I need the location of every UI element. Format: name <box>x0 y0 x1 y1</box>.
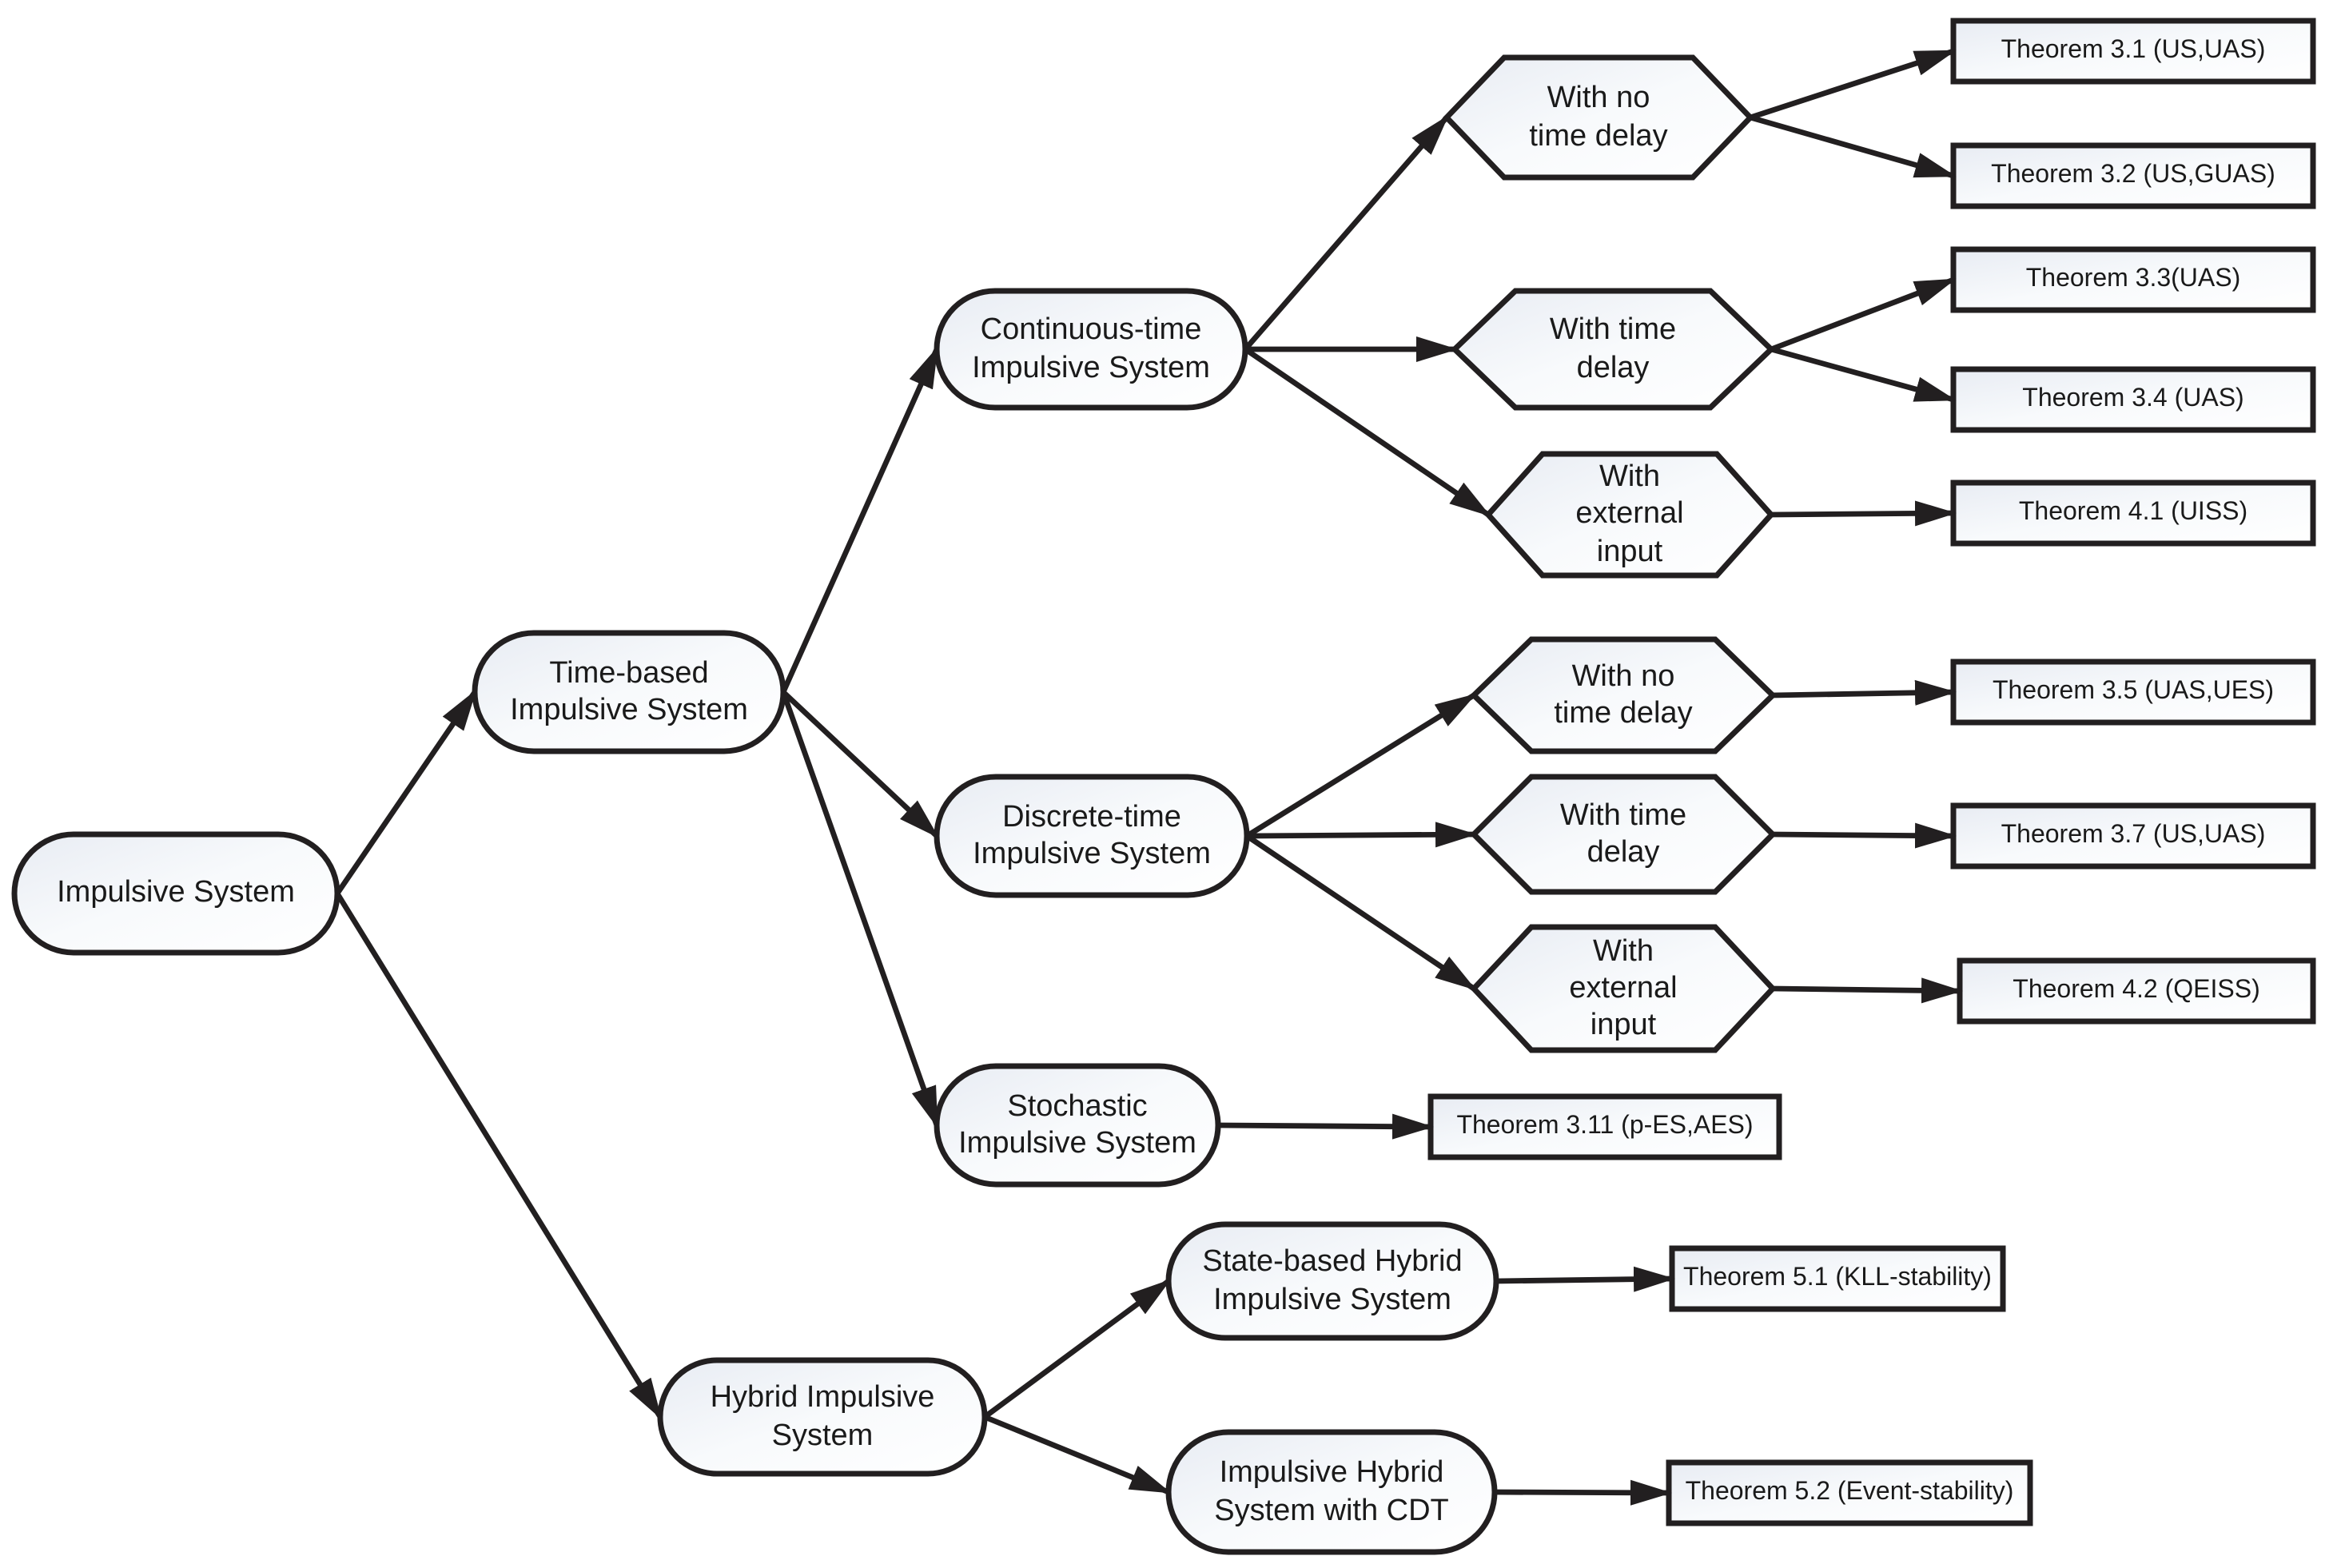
edge-impulsive-system-to-time-based <box>335 689 477 895</box>
shape-theorem-3-2 <box>1950 142 2316 209</box>
edge-cont-no-time-delay-to-theorem-3-1 <box>1749 48 1957 121</box>
shape-theorem-4-1 <box>1950 480 2316 547</box>
shape-theorem-3-4 <box>1950 366 2316 433</box>
shape-theorem-3-11 <box>1427 1093 1782 1160</box>
edge-stochastic-to-theorem-3-11 <box>1217 1113 1434 1140</box>
edge-state-based-hybrid-to-theorem-5-1 <box>1495 1266 1675 1292</box>
shape-hybrid <box>657 1357 988 1477</box>
shape-theorem-5-1 <box>1669 1245 2006 1312</box>
edge-disc-no-time-delay-to-theorem-3-5 <box>1772 679 1957 706</box>
shape-theorem-3-3 <box>1950 246 2316 313</box>
edge-cont-no-time-delay-to-theorem-3-2 <box>1750 114 1957 179</box>
edge-hybrid-to-state-based-hybrid <box>982 1279 1172 1419</box>
edge-discrete-time-to-disc-external-input <box>1245 834 1477 991</box>
edge-continuous-time-to-cont-no-time-delay <box>1243 114 1449 352</box>
shape-theorem-4-2 <box>1957 957 2316 1025</box>
edge-discrete-time-to-disc-no-time-delay <box>1245 693 1477 838</box>
edge-disc-time-delay-to-theorem-3-7 <box>1772 822 1957 849</box>
shape-stochastic <box>934 1063 1221 1188</box>
edge-cont-time-delay-to-theorem-3-4 <box>1770 346 1957 403</box>
shape-cont-external-input <box>1484 451 1775 579</box>
shape-continuous-time <box>934 288 1248 411</box>
shape-state-based-hybrid <box>1165 1221 1499 1341</box>
shape-cont-time-delay <box>1450 288 1776 411</box>
shape-theorem-3-5 <box>1950 659 2316 726</box>
shape-discrete-time <box>934 774 1250 898</box>
shape-impulsive-hybrid-cdt <box>1165 1429 1498 1555</box>
edge-disc-external-input-to-theorem-4-2 <box>1772 977 1963 1004</box>
shape-theorem-3-7 <box>1950 802 2316 870</box>
shape-disc-no-time-delay <box>1469 636 1778 754</box>
edge-hybrid-to-impulsive-hybrid-cdt <box>983 1414 1172 1495</box>
shape-disc-time-delay <box>1470 774 1777 895</box>
edge-continuous-time-to-cont-external-input <box>1244 347 1491 517</box>
edge-cont-external-input-to-theorem-4-1 <box>1770 500 1957 527</box>
shape-time-based <box>472 630 786 754</box>
edge-discrete-time-to-disc-time-delay <box>1246 822 1477 848</box>
edge-time-based-to-discrete-time <box>781 690 939 838</box>
edge-cont-time-delay-to-theorem-3-3 <box>1770 277 1957 352</box>
edge-impulsive-hybrid-cdt-to-theorem-5-2 <box>1494 1479 1672 1506</box>
shape-cont-no-time-delay <box>1443 54 1754 181</box>
edge-time-based-to-continuous-time <box>780 346 940 694</box>
edge-impulsive-system-to-hybrid <box>335 892 663 1420</box>
shape-disc-external-input <box>1470 924 1777 1053</box>
shape-theorem-3-1 <box>1950 18 2316 85</box>
shape-impulsive-system <box>11 831 340 956</box>
shape-theorem-5-2 <box>1666 1459 2033 1526</box>
edge-time-based-to-stochastic <box>780 690 940 1128</box>
